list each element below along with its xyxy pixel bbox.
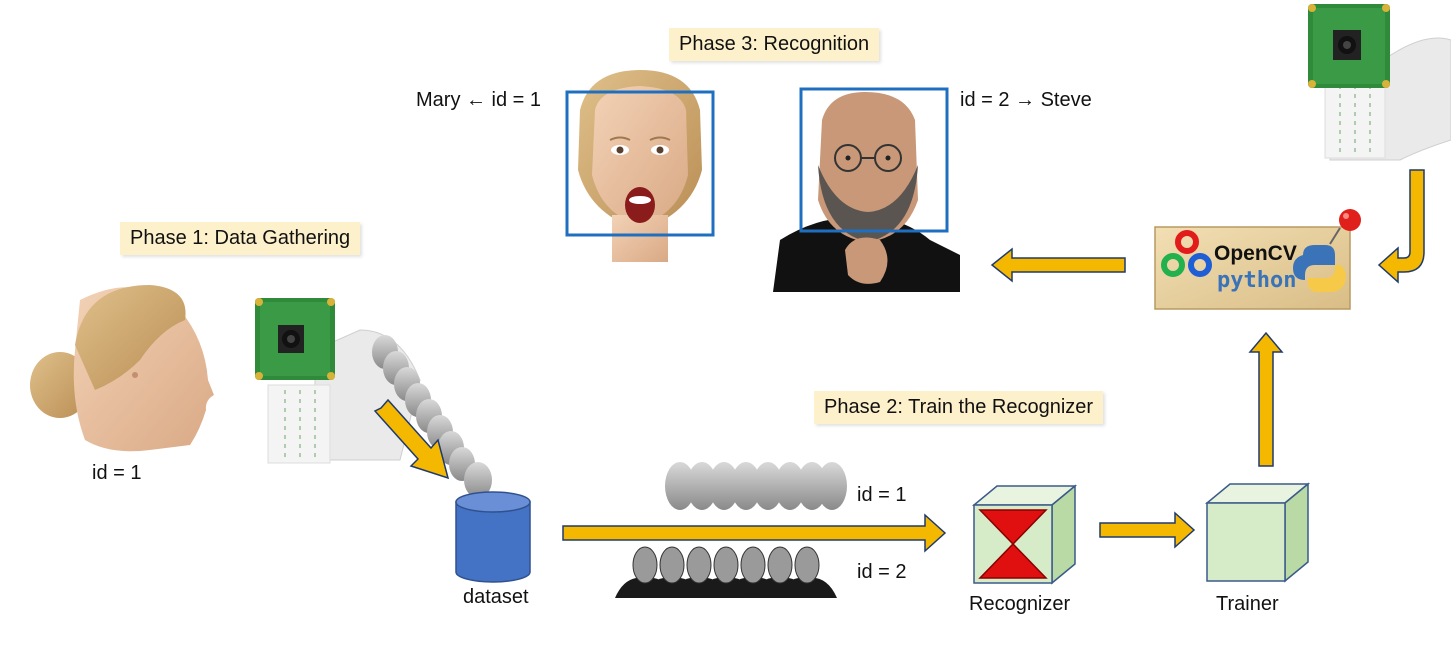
arrow-opencv-to-recognition <box>990 247 1126 283</box>
arrow-to-dataset <box>373 398 450 480</box>
arrow-dataset-to-recognizer <box>562 513 947 553</box>
arrow-trainer-to-opencv <box>1248 331 1284 467</box>
trainer-cube <box>1204 482 1311 583</box>
phase1-label: Phase 1: Data Gathering <box>120 222 361 255</box>
phase3-label: Phase 3: Recognition <box>669 28 880 61</box>
steve-face-image <box>773 92 960 292</box>
opencv-logo-icon <box>1161 230 1212 277</box>
arrow-camera-to-opencv <box>1377 169 1425 284</box>
arrow-recognizer-to-trainer <box>1099 511 1196 549</box>
subject-profile-face <box>30 285 214 452</box>
phase2-label: Phase 2: Train the Recognizer <box>814 391 1104 424</box>
opencv-title: OpenCV <box>1214 242 1297 265</box>
mary-face-image <box>578 70 702 262</box>
camera-module-right <box>1308 4 1451 161</box>
training-faces-id2 <box>615 546 837 598</box>
training-id2-label: id = 2 <box>857 561 907 583</box>
mary-detection-box <box>565 90 715 237</box>
training-id1-label: id = 1 <box>857 484 907 506</box>
trainer-label: Trainer <box>1216 593 1279 615</box>
hourglass-icon <box>978 509 1048 579</box>
steve-id-label: id = 2 → Steve <box>960 89 1092 111</box>
recognizer-label: Recognizer <box>969 593 1071 615</box>
dataset-database-icon <box>455 491 531 583</box>
mary-id-label: Mary ← id = 1 <box>416 89 542 111</box>
subject-id-label: id = 1 <box>92 462 142 484</box>
dataset-label: dataset <box>463 586 529 608</box>
recognizer-cube <box>971 484 1078 585</box>
pushpin-icon <box>1329 209 1361 245</box>
captured-faces-stream <box>372 335 492 498</box>
python-subtitle: python <box>1217 268 1297 293</box>
opencv-python-card <box>1154 209 1361 310</box>
python-logo-icon <box>1293 245 1346 292</box>
steve-detection-box <box>799 87 949 233</box>
training-faces-id1 <box>665 462 847 510</box>
